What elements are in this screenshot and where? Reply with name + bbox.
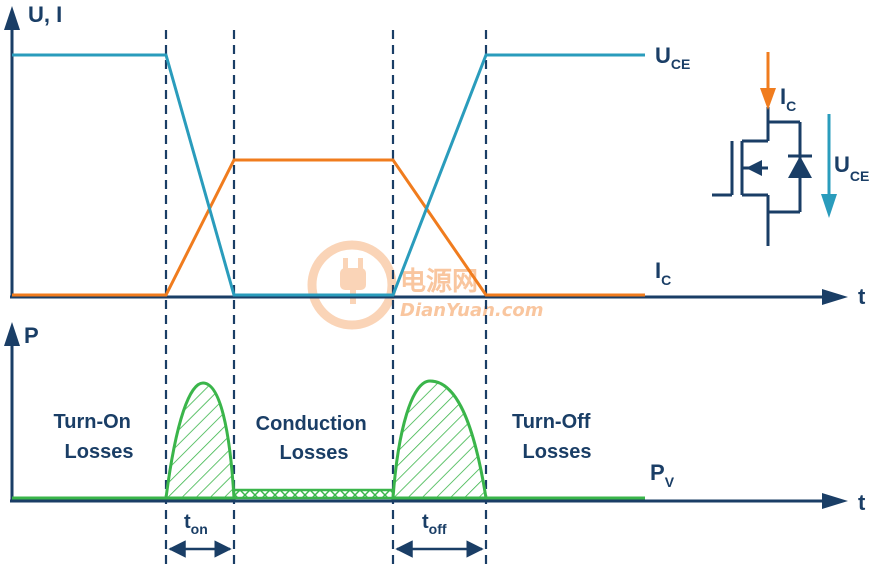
watermark-cn-text: 电源网: [400, 267, 478, 297]
top-axes: [4, 6, 848, 305]
t-off-label: toff: [422, 511, 447, 537]
watermark: 电源网 DianYuan.com: [307, 240, 544, 330]
turn-off-loss-area: [391, 379, 488, 500]
pv-label: PV: [650, 460, 675, 490]
igbt-symbol: [712, 107, 802, 246]
turn-on-loss-area: [164, 381, 236, 500]
bottom-axes: [4, 322, 848, 509]
top-x-arrow-icon: [822, 289, 848, 305]
watermark-en-text: DianYuan.com: [400, 300, 544, 321]
conduction-loss-area: [232, 488, 395, 500]
circuit-uce-label: UCE: [834, 152, 869, 184]
conduction-losses-label: Conduction Losses: [256, 413, 373, 464]
voltage-waveform: [12, 53, 645, 297]
circuit-voltage-arrow-icon: [821, 194, 837, 218]
turn-off-losses-label: Turn-Off Losses: [512, 411, 596, 463]
circuit-current-arrow-icon: [760, 88, 776, 110]
t-on-label: ton: [184, 511, 208, 537]
ic-label: IC: [655, 258, 671, 288]
current-waveform: [12, 158, 645, 297]
bottom-y-label: P: [24, 323, 39, 348]
uce-label: UCE: [655, 43, 690, 72]
body-arrow-icon: [746, 160, 762, 176]
bottom-x-label: t: [858, 490, 866, 515]
power-waveform: [12, 379, 645, 500]
bottom-x-arrow-icon: [822, 493, 848, 509]
bottom-y-arrow-icon: [4, 322, 20, 346]
top-x-label: t: [858, 284, 866, 309]
top-y-arrow-icon: [4, 6, 20, 30]
freewheeling-diode-icon: [788, 154, 812, 178]
circuit-ic-label: IC: [780, 84, 796, 114]
top-y-label: U, I: [28, 2, 62, 27]
turn-on-losses-label: Turn-On Losses: [54, 411, 137, 463]
